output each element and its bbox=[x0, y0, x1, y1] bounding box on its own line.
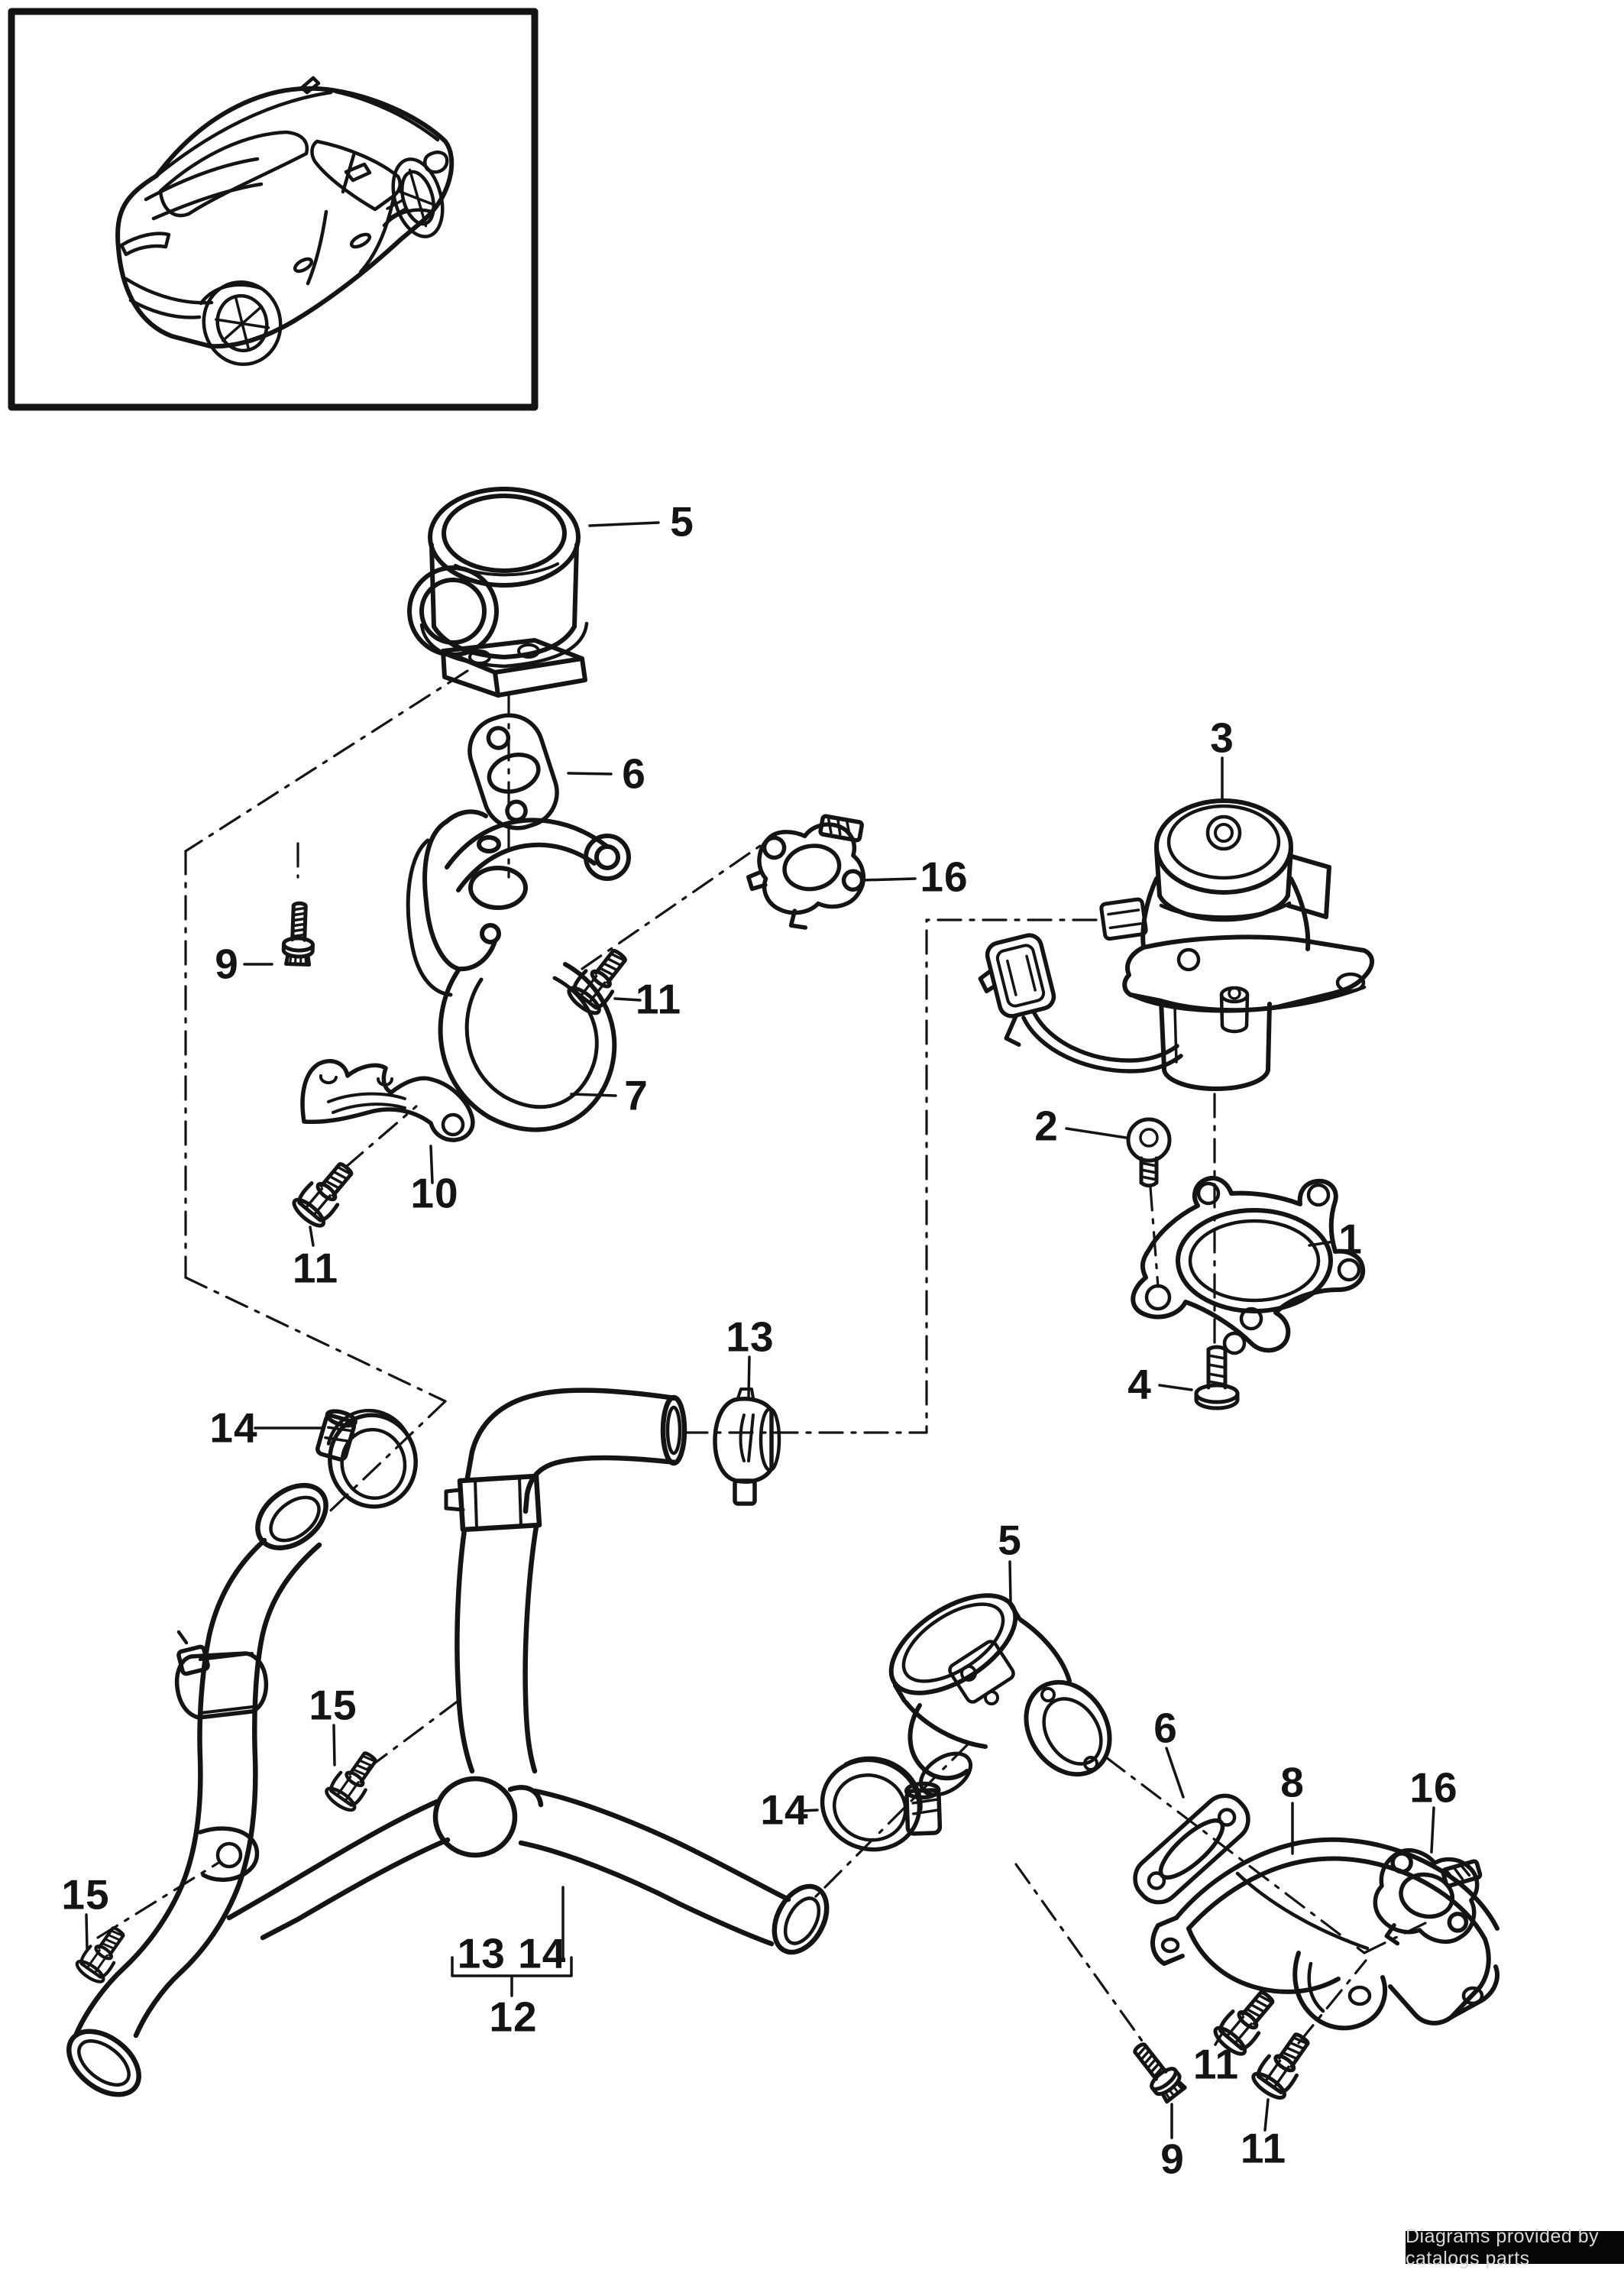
callout-2-screw: 2 bbox=[1034, 1102, 1059, 1150]
group-12-bracket bbox=[451, 1956, 573, 1997]
clamp-on-left-hose bbox=[174, 1630, 269, 1720]
bracket-upper-7 bbox=[406, 809, 631, 1132]
screw-4 bbox=[1194, 1345, 1240, 1410]
car-thumbnail-box bbox=[8, 8, 539, 411]
callout-group-13-14: 13 14 bbox=[457, 1929, 567, 1977]
callout-15-bolt-bottom-left: 15 bbox=[61, 1870, 110, 1919]
callout-11-bolt-left: 11 bbox=[292, 1244, 339, 1292]
callout-8-bracket-lower: 8 bbox=[1280, 1758, 1305, 1806]
vehicle-thumbnail bbox=[115, 76, 455, 367]
mounting-plate-1 bbox=[1131, 1176, 1366, 1355]
flange-lower-16 bbox=[1373, 1847, 1483, 1946]
air-pump-3 bbox=[978, 798, 1374, 1091]
gasket-lower bbox=[1133, 1793, 1250, 1905]
callout-6-gasket-top: 6 bbox=[622, 750, 646, 798]
valve-top bbox=[407, 487, 589, 698]
callout-1-plate: 1 bbox=[1338, 1215, 1363, 1263]
flange-upper-16 bbox=[746, 814, 866, 930]
callout-16-flange-lower: 16 bbox=[1409, 1763, 1458, 1812]
callout-4-screw: 4 bbox=[1127, 1360, 1152, 1408]
valve-lower bbox=[888, 1593, 1112, 1797]
clamp-14-upper bbox=[315, 1408, 418, 1509]
callout-11-bolt-bottom-1: 11 bbox=[1192, 2040, 1240, 2088]
callout-11-bolt-bracket: 11 bbox=[635, 975, 682, 1023]
gasket-upper bbox=[467, 713, 559, 831]
callout-14-clamp-left: 14 bbox=[209, 1404, 258, 1452]
leader-lines bbox=[85, 521, 1435, 2139]
callout-5-valve-top: 5 bbox=[670, 497, 694, 546]
callout-13-clamp: 13 bbox=[726, 1313, 775, 1361]
callout-15-bolt-mid: 15 bbox=[309, 1681, 357, 1729]
callout-7-bracket: 7 bbox=[624, 1071, 649, 1119]
screw-2 bbox=[1126, 1117, 1172, 1188]
hose-left bbox=[66, 1482, 328, 2097]
watermark-bar: Diagrams provided by catalogs parts bbox=[1406, 2226, 1624, 2269]
callout-6-gasket-lower: 6 bbox=[1153, 1704, 1178, 1752]
bolt-15-bottom-left bbox=[74, 1922, 131, 1985]
callout-9-stud-top: 9 bbox=[215, 940, 239, 988]
clamp-13 bbox=[713, 1388, 781, 1506]
bolt-11-bottom-2 bbox=[1250, 2027, 1318, 2102]
callout-14-clamp-lower: 14 bbox=[760, 1786, 809, 1834]
hose-middle bbox=[226, 1388, 830, 1955]
bolt-11-upper bbox=[565, 943, 635, 1017]
stud-9-top bbox=[283, 903, 315, 965]
bolt-15-mid bbox=[323, 1747, 384, 1814]
clamp-14-lower bbox=[820, 1756, 943, 1852]
stud-9-bottom bbox=[1127, 2038, 1187, 2103]
callout-11-bolt-bottom-2: 11 bbox=[1240, 2124, 1287, 2172]
assembly-axis-lines bbox=[96, 669, 1432, 2058]
callout-5-valve-lower: 5 bbox=[998, 1516, 1022, 1564]
bolt-11-left bbox=[290, 1156, 361, 1230]
callout-16-flange-top: 16 bbox=[920, 853, 969, 901]
callout-9-stud-bottom: 9 bbox=[1160, 2135, 1185, 2183]
callout-12-hose-assembly: 12 bbox=[489, 1993, 538, 2041]
watermark-text: Diagrams provided by catalogs parts bbox=[1406, 2225, 1600, 2269]
callout-10-clamp-bracket: 10 bbox=[410, 1169, 459, 1217]
pump-connector bbox=[978, 933, 1056, 1047]
bracket-clamp-10 bbox=[300, 1059, 475, 1142]
callout-3-pump: 3 bbox=[1210, 714, 1234, 762]
